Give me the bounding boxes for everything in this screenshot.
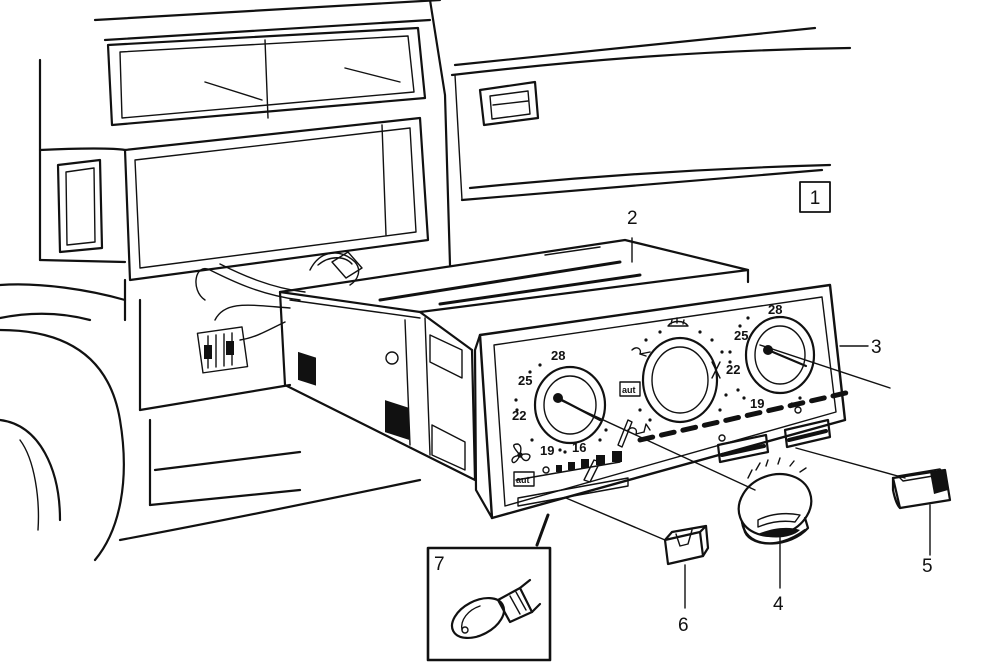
aut-badge-center: aut <box>619 381 641 397</box>
center-dial-tick-dots <box>638 330 728 422</box>
callout-5: 5 <box>922 556 933 577</box>
windscreen-feet-icon <box>711 361 721 379</box>
svg-text:aut: aut <box>622 385 636 395</box>
right-dial-mark-25: 25 <box>734 328 748 343</box>
defrost-icon <box>667 317 689 327</box>
left-dial-mark-16: 16 <box>572 440 586 455</box>
push-button-slot-right[interactable] <box>783 418 832 449</box>
lamp-holder-clip-part <box>663 524 710 566</box>
wiring-harness <box>195 251 363 374</box>
svg-text:aut: aut <box>516 475 530 485</box>
left-dial-mark-22: 22 <box>512 408 526 423</box>
fan-speed-indicator <box>542 451 622 474</box>
callout-7: 7 <box>434 554 445 575</box>
heater-control-unit <box>278 238 750 482</box>
leader-lines <box>535 237 931 609</box>
figure-reference-label: 1 <box>810 188 821 209</box>
right-dial-mark-28: 28 <box>768 302 782 317</box>
left-dial-mark-19: 19 <box>540 443 554 458</box>
center-distribution-dial[interactable] <box>641 336 719 424</box>
dashboard-outline <box>0 0 852 562</box>
callout-3: 3 <box>871 337 882 358</box>
right-temperature-dial[interactable] <box>744 315 816 395</box>
right-dial-mark-22: 22 <box>726 362 740 377</box>
push-button-slot-left[interactable] <box>716 433 770 464</box>
left-dial-mark-28: 28 <box>551 348 565 363</box>
face-vent-icon <box>631 347 651 357</box>
wedge-bulb-icon <box>450 578 542 640</box>
control-front-panel: 28 25 22 19 16 <box>473 283 853 520</box>
callout-6: 6 <box>678 615 689 636</box>
bulb-inset-box <box>426 546 552 662</box>
figure-reference-box: 1 <box>799 181 831 213</box>
aut-badge-left: aut <box>513 471 535 487</box>
feet-vent-icon <box>627 423 651 435</box>
callout-4: 4 <box>773 594 784 615</box>
fan-icon <box>511 443 531 464</box>
callout-2: 2 <box>627 208 638 229</box>
left-dial-mark-25: 25 <box>518 373 532 388</box>
right-dial-mark-19: 19 <box>750 396 764 411</box>
push-button-cap-part <box>891 468 952 510</box>
left-dial-tick-dots <box>514 363 608 454</box>
control-knob-part <box>737 457 813 545</box>
